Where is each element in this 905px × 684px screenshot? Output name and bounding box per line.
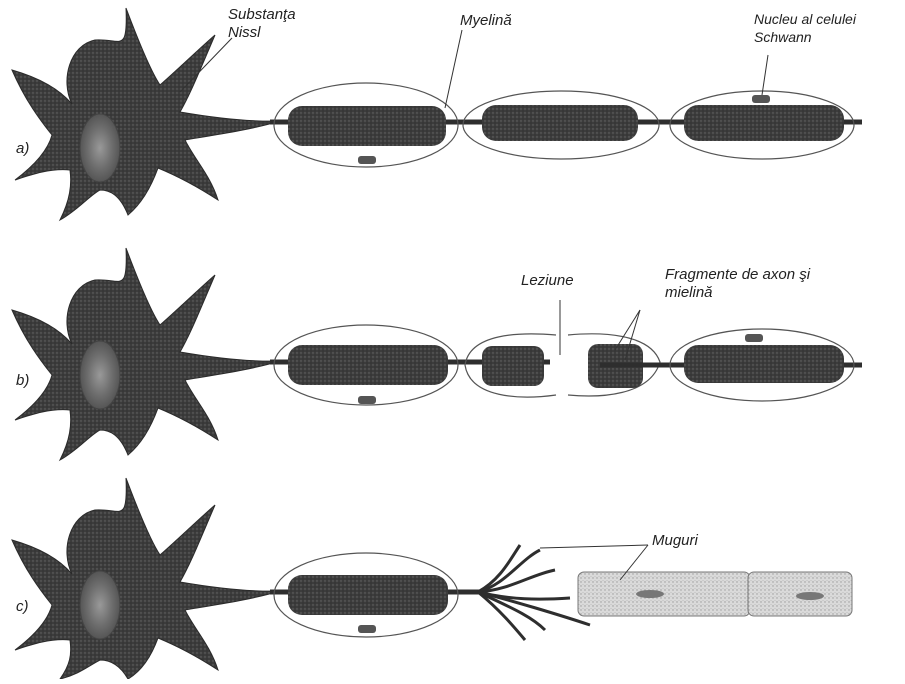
label-lesion: Leziune xyxy=(521,272,574,290)
schwann-nucleus-a3 xyxy=(752,95,770,103)
label-fragments: Fragmente de axon şi mielină xyxy=(665,266,810,302)
schwann-nucleus-c3 xyxy=(796,592,824,600)
leader-sprouts-1 xyxy=(540,545,648,548)
label-nissl: Substanţa Nissl xyxy=(228,6,296,42)
myelin-segment-a3 xyxy=(684,105,844,141)
myelin-segment-b4 xyxy=(684,345,844,383)
schwann-nucleus-b4 xyxy=(745,334,763,342)
cell-nucleus-b xyxy=(80,341,120,409)
myelin-segment-a2 xyxy=(482,105,638,141)
myelin-segment-a1 xyxy=(288,106,446,146)
myelin-fragment-b2 xyxy=(482,346,544,386)
cell-nucleus-c xyxy=(80,571,120,639)
label-sprouts: Muguri xyxy=(652,532,698,550)
panel-label-a: a) xyxy=(16,140,29,157)
leader-schwann xyxy=(762,55,768,95)
axon-sprouts xyxy=(478,545,590,640)
soma-c xyxy=(12,478,280,679)
panel-label-c: c) xyxy=(16,598,29,615)
label-myelin: Myelină xyxy=(460,12,512,30)
myelin-segment-c1 xyxy=(288,575,448,615)
schwann-nucleus-a1 xyxy=(358,156,376,164)
label-schwann-nucleus: Nucleu al celulei Schwann xyxy=(754,10,856,46)
myelin-segment-b1 xyxy=(288,345,448,385)
soma-b xyxy=(12,248,280,460)
cell-nucleus-a xyxy=(80,114,120,182)
schwann-nucleus-c2 xyxy=(636,590,664,598)
schwann-nucleus-b1 xyxy=(358,396,376,404)
leader-myelin xyxy=(445,30,462,108)
panel-a xyxy=(12,8,862,220)
panel-c xyxy=(12,478,852,679)
panel-label-b: b) xyxy=(16,372,29,389)
schwann-nucleus-c1 xyxy=(358,625,376,633)
